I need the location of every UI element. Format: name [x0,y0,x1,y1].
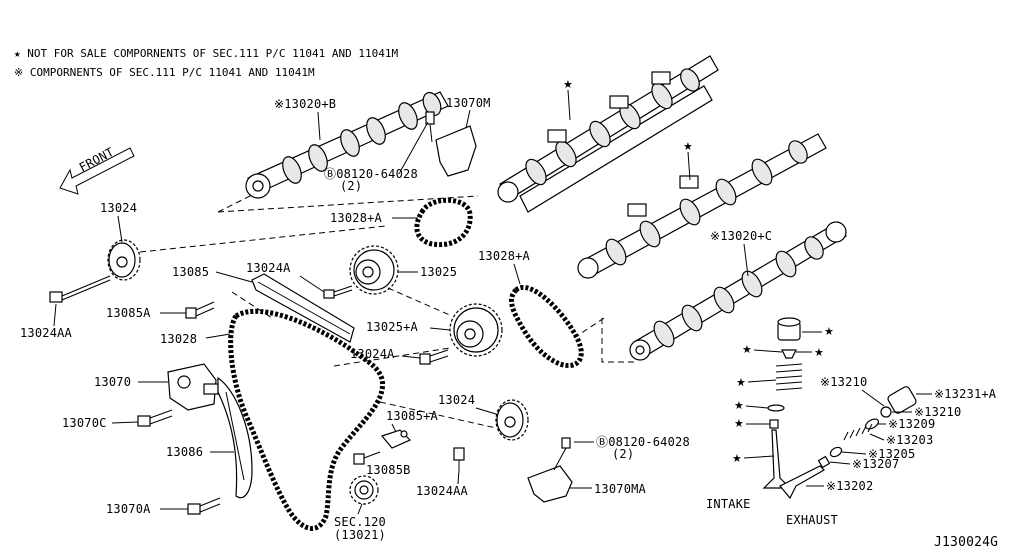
label-13085b: 13085B [366,463,411,477]
label-13020-c: ※13020+C [710,229,772,243]
bolt-13024aa-middle [453,447,465,470]
sprocket-13025 [349,245,399,295]
label-13028: 13028 [160,332,197,346]
label-intake: INTAKE [706,497,751,511]
label-13028-a-middle: 13028+A [478,249,531,263]
camshaft-right-upper [497,55,719,213]
label-08120-upper-qty: (2) [340,179,362,193]
guide-13086 [217,376,253,499]
label-13202: ※13202 [826,479,873,493]
label-13085-plus-a: 13085+A [386,409,439,423]
front-arrow-icon [59,147,135,195]
note-not-for-sale: ★ NOT FOR SALE COMPORNENTS OF SEC.111 P/… [14,47,398,60]
bolt-13085b [353,451,381,465]
label-13085a: 13085A [106,306,151,320]
label-13024aa-left: 13024AA [20,326,73,340]
label-13024-middle: 13024 [438,393,475,407]
sprocket-13025-a [449,303,503,357]
chain-13028-a-upper [414,197,473,248]
label-13025-a: 13025+A [366,320,419,334]
label-13070m: 13070M [446,96,491,110]
label-13024a-middle: 13024A [350,347,395,361]
bolt-13070c [137,409,173,427]
label-13231-a: ※13231+A [934,387,997,401]
diagram-code: J130024G [934,535,998,550]
label-exhaust: EXHAUST [786,513,838,527]
chain-13028-a-middle [509,285,584,368]
crank-sprocket-sec120 [349,475,379,505]
guide-13085 [251,273,355,343]
bolt-13085a [185,301,215,319]
star-marker-v5: ★ [734,399,744,412]
star-marker-v4: ★ [736,376,746,389]
chain-13028 [228,308,386,531]
star-marker-v3: ★ [814,346,824,359]
exhaust-valve-train [779,386,917,500]
label-13070ma: 13070MA [594,482,647,496]
label-13086: 13086 [166,445,203,459]
star-marker-cam-upper: ★ [563,78,573,91]
label-13085: 13085 [172,265,209,279]
camshaft-right-middle [577,133,827,279]
tensioner-13070 [167,363,219,411]
label-13203: ※13203 [886,433,933,447]
label-13070: 13070 [94,375,131,389]
label-13205: ※13205 [868,447,915,461]
star-marker-v2: ★ [742,343,752,356]
camshaft-right-lower [629,221,847,361]
label-13209: ※13209 [888,417,935,431]
label-13020-b: ※13020+B [274,97,336,111]
note-components: ※ COMPORNENTS OF SEC.111 P/C 11041 AND 1… [14,66,315,79]
label-13024-upper: 13024 [100,201,137,215]
star-marker-v7: ★ [732,452,742,465]
camshaft-left-upper [245,91,449,199]
label-08120-lower-qty: (2) [612,447,634,461]
label-13024aa-middle: 13024AA [416,484,469,498]
bolt-13024a-middle [419,349,449,365]
bolt-13024aa-left [49,275,111,303]
front-label: FRONT [77,145,116,175]
label-sec-120: SEC.120 [334,515,386,529]
star-marker-v1: ★ [824,325,834,338]
label-13210-b: ※13210 [914,405,961,419]
sensor-13070ma [527,437,573,503]
sprocket-13024-middle [495,399,529,441]
star-marker-cam-middle: ★ [683,140,693,153]
label-13070c: 13070C [62,416,107,430]
label-13024a-upper: 13024A [246,261,291,275]
label-sec-120-sub: (13021) [334,528,386,542]
guide-13085-plus-a [380,429,412,449]
sprocket-13024-upper [107,239,141,281]
label-13210-a: ※13210 [820,375,867,389]
bolt-13024a-upper [323,285,353,299]
label-13070a: 13070A [106,502,151,516]
label-08120-lower: Ⓑ08120-64028 [596,435,690,449]
label-08120-upper: Ⓑ08120-64028 [324,167,418,181]
bolt-13070a [187,497,221,515]
label-13025: 13025 [420,265,457,279]
label-13207: ※13207 [852,457,899,471]
label-13028-a-upper: 13028+A [330,211,383,225]
sensor-13070m [425,111,477,177]
star-marker-v6: ★ [734,417,744,430]
intake-valve-train [762,317,803,489]
